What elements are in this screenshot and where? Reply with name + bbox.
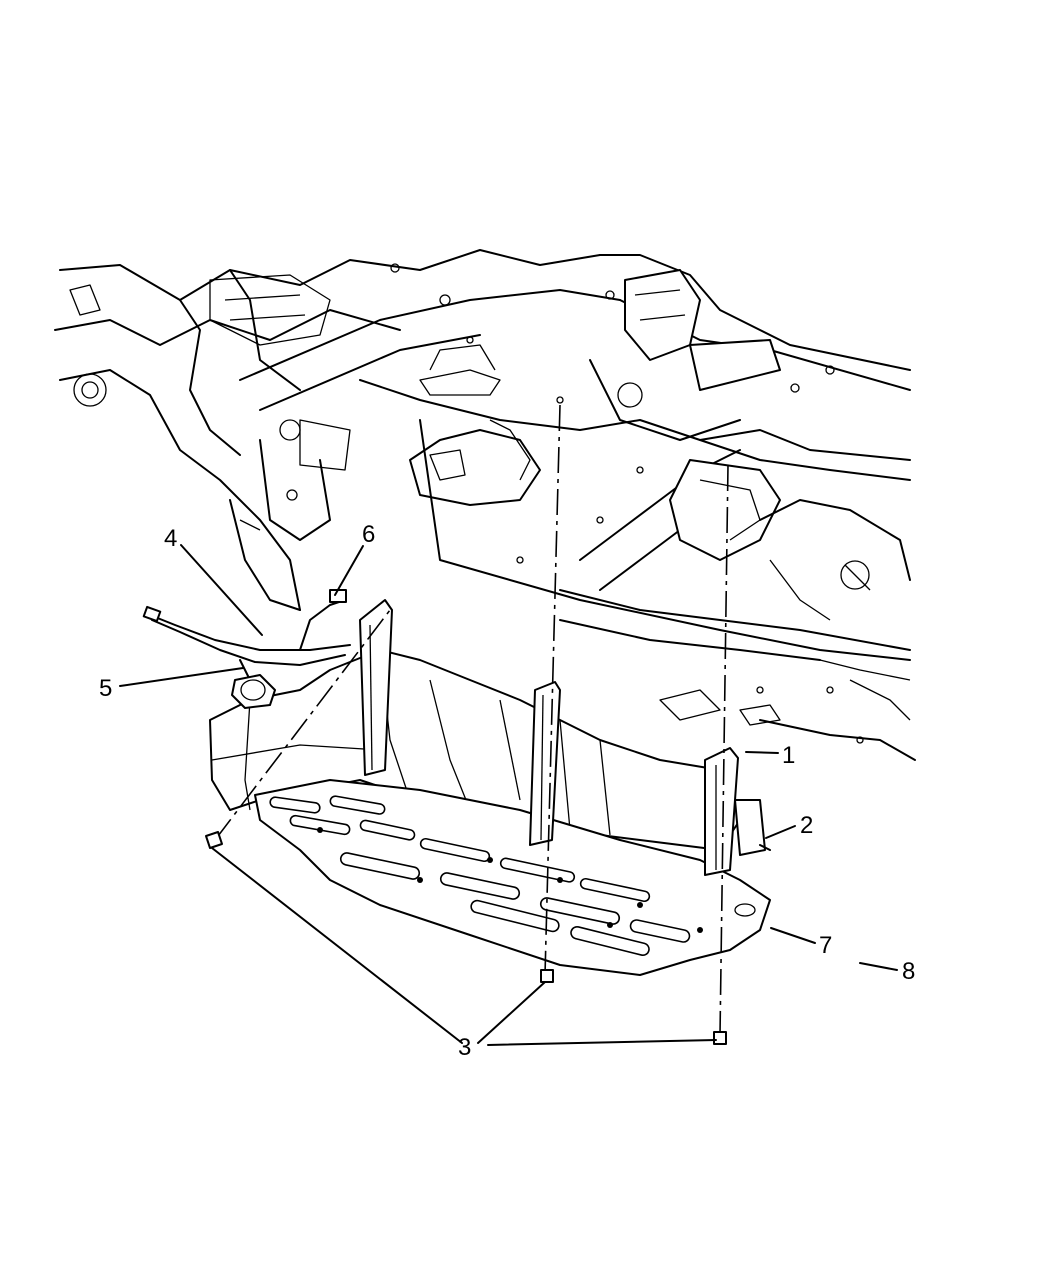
callout-3: 3 (458, 1034, 472, 1061)
callout-6: 6 (362, 521, 376, 548)
callout-2: 2 (800, 812, 814, 839)
callout-4: 4 (164, 525, 178, 552)
callout-1: 1 (782, 742, 796, 769)
callout-8: 8 (902, 958, 916, 985)
skid-plate (254, 779, 771, 976)
callout-5: 5 (99, 675, 113, 702)
mounting-bolts (205, 404, 729, 1045)
leader-lines (119, 544, 898, 1046)
vehicle-underbody (54, 249, 916, 761)
wiring-harness (142, 589, 351, 691)
tank-straps (359, 599, 739, 876)
callout-7: 7 (819, 932, 833, 959)
